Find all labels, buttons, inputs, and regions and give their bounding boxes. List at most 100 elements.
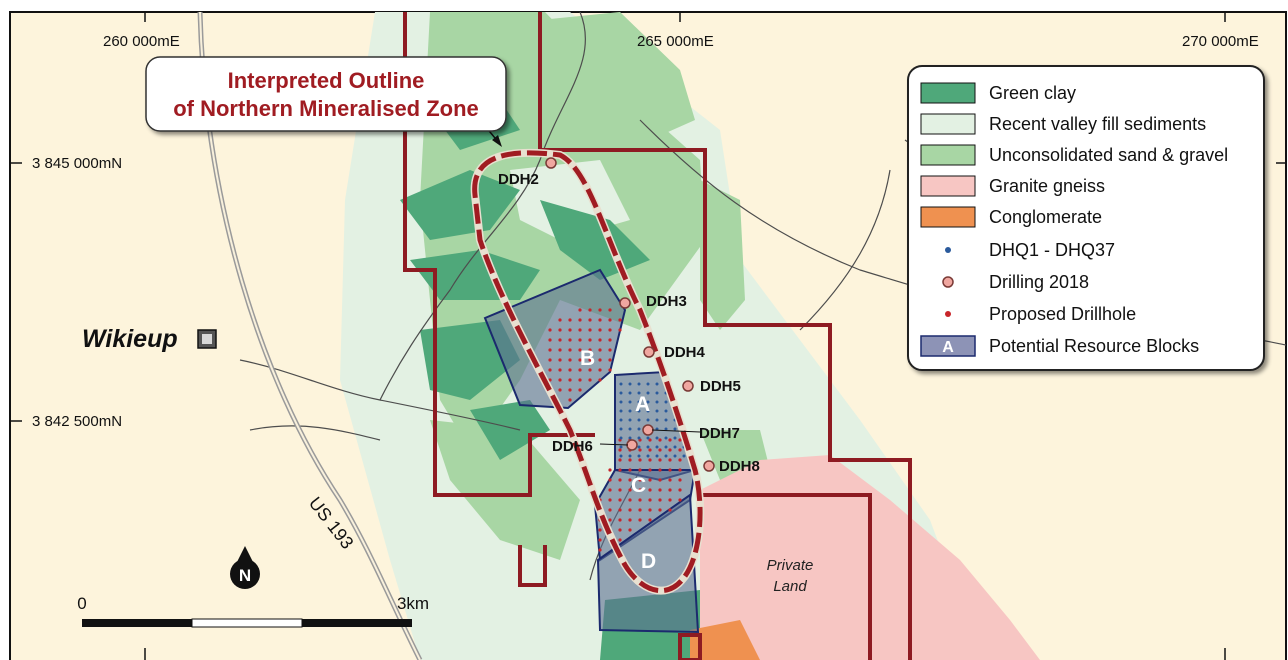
- label-ddh6: DDH6: [552, 438, 593, 455]
- proposed-drillhole: [608, 318, 612, 322]
- proposed-drillhole: [618, 508, 622, 512]
- legend-label-dhq: DHQ1 - DHQ37: [989, 240, 1115, 260]
- dhq-drillhole: [646, 409, 650, 413]
- proposed-drillhole: [578, 388, 582, 392]
- dhq-drillhole: [673, 454, 677, 458]
- green-clay-band-5: [540, 200, 650, 280]
- red-dot-icon: [945, 311, 951, 317]
- proposed-drillhole: [588, 378, 592, 382]
- proposed-drillhole: [598, 348, 602, 352]
- label-block-c: C: [631, 474, 646, 497]
- proposed-drillhole: [658, 498, 662, 502]
- proposed-drillhole: [578, 328, 582, 332]
- dhq-drillhole: [637, 391, 641, 395]
- proposed-drillhole: [668, 458, 672, 462]
- proposed-drillhole: [608, 338, 612, 342]
- easting-260000: 260 000mE: [103, 33, 180, 50]
- proposed-drillhole: [548, 328, 552, 332]
- proposed-drillhole: [618, 518, 622, 522]
- dhq-drillhole: [628, 409, 632, 413]
- conglomerate-area: [690, 620, 760, 660]
- dhq-drillhole: [673, 436, 677, 440]
- proposed-drillhole: [638, 448, 642, 452]
- proposed-drillhole: [598, 548, 602, 552]
- proposed-drillhole: [598, 328, 602, 332]
- callout-line1: Interpreted Outline: [228, 68, 425, 93]
- proposed-drillhole: [608, 498, 612, 502]
- dhq-drillhole: [655, 400, 659, 404]
- legend-block-letter: A: [942, 339, 954, 356]
- proposed-drillhole: [578, 308, 582, 312]
- dhq-drillhole: [646, 454, 650, 458]
- label-block-d: D: [641, 550, 656, 573]
- proposed-drillhole: [678, 478, 682, 482]
- proposed-drillhole: [588, 368, 592, 372]
- proposed-drillhole: [648, 458, 652, 462]
- label-block-a: A: [635, 393, 650, 416]
- dhq-drillhole: [664, 445, 668, 449]
- dhq-drillhole: [664, 409, 668, 413]
- proposed-drillhole: [568, 358, 572, 362]
- northing-3845000: 3 845 000mN: [32, 155, 122, 172]
- proposed-drillhole: [648, 508, 652, 512]
- proposed-drillhole: [648, 498, 652, 502]
- label-ddh7: DDH7: [699, 425, 740, 442]
- proposed-drillhole: [578, 358, 582, 362]
- proposed-drillhole: [658, 488, 662, 492]
- proposed-drillhole: [598, 538, 602, 542]
- easting-270000: 270 000mE: [1182, 33, 1259, 50]
- dhq-drillhole: [619, 418, 623, 422]
- proposed-drillhole: [578, 368, 582, 372]
- dhq-drillhole: [682, 454, 686, 458]
- proposed-drillhole: [558, 378, 562, 382]
- proposed-drillhole: [568, 388, 572, 392]
- dhq-drillhole: [646, 391, 650, 395]
- proposed-drillhole: [648, 448, 652, 452]
- proposed-drillhole: [618, 448, 622, 452]
- proposed-drillhole: [648, 488, 652, 492]
- dhq-drillhole: [655, 436, 659, 440]
- proposed-drillhole: [588, 348, 592, 352]
- callout-box: [145, 56, 507, 132]
- northing-3842500: 3 842 500mN: [32, 413, 122, 430]
- sand-gravel-area-3: [700, 180, 745, 330]
- dhq-drillhole: [619, 436, 623, 440]
- proposed-drillhole: [578, 338, 582, 342]
- collar-ddh2: [545, 157, 557, 169]
- dhq-drillhole: [628, 391, 632, 395]
- callout-pointer-arrow: [492, 135, 502, 147]
- legend-label-proposed-drillhole: Proposed Drillhole: [989, 304, 1136, 324]
- sand-gravel-area-4: [430, 420, 580, 560]
- dhq-drillhole: [655, 454, 659, 458]
- dhq-drillhole: [619, 427, 623, 431]
- proposed-drillhole: [548, 358, 552, 362]
- legend-label-drilling-2018: Drilling 2018: [989, 272, 1089, 292]
- green-clay-band-2: [410, 250, 540, 300]
- proposed-drillhole: [608, 508, 612, 512]
- dhq-drillhole: [619, 454, 623, 458]
- dhq-drillhole: [637, 400, 641, 404]
- town-name: Wikieup: [82, 325, 178, 353]
- dhq-drillhole: [637, 436, 641, 440]
- dhq-drillhole: [664, 427, 668, 431]
- pink-circle-icon: [942, 276, 954, 288]
- proposed-drillhole: [598, 358, 602, 362]
- legend-label-sand-gravel: Unconsolidated sand & gravel: [989, 145, 1228, 165]
- collar-ddh4: [643, 346, 655, 358]
- proposed-drillhole: [598, 368, 602, 372]
- proposed-drillhole: [558, 338, 562, 342]
- legend-swatch-valley-fill: [920, 113, 976, 135]
- proposed-drillhole: [628, 478, 632, 482]
- green-clay-band-4: [470, 400, 550, 460]
- proposed-drillhole: [668, 438, 672, 442]
- scale-bar-end: 3km: [397, 594, 429, 613]
- proposed-drillhole: [598, 338, 602, 342]
- sand-gravel-area-2: [540, 12, 695, 140]
- proposed-drillhole: [658, 438, 662, 442]
- dhq-drillhole: [628, 382, 632, 386]
- dhq-drillhole: [655, 418, 659, 422]
- dhq-drillhole: [628, 436, 632, 440]
- zone-callout: Interpreted Outline of Northern Minerali…: [145, 56, 507, 147]
- proposed-drillhole: [588, 358, 592, 362]
